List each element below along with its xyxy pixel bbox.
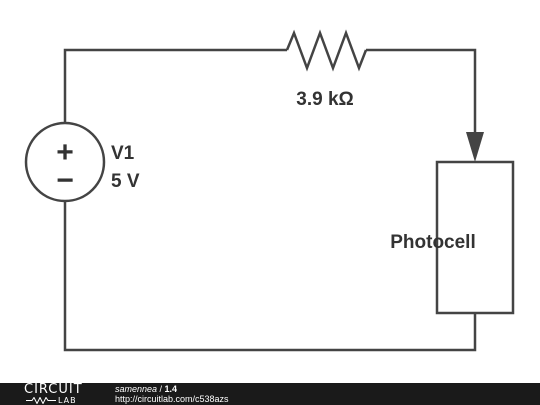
plus-sign: + [56,136,74,169]
voltage-source[interactable]: + − [24,121,106,203]
resistor-label: 3.9 kΩ [296,89,354,110]
photocell-label: Photocell [390,232,476,253]
author-line: samennea / 1.4 [115,384,229,394]
logo-resistor-icon [26,397,56,404]
logo-text-bottom: LAB [58,396,77,405]
minus-sign: − [56,164,74,197]
source-name: V1 [111,143,135,164]
revision: 1.4 [164,384,178,394]
resistor[interactable] [285,29,368,72]
source-value: 5 V [111,171,140,192]
photocell[interactable] [435,160,515,315]
voltage-source-body [24,121,106,203]
logo-text-top: CIRCUIT [24,382,83,397]
current-arrow [466,132,484,162]
author-name[interactable]: samennea [115,384,158,394]
wire-bottom [63,200,477,352]
logo-text-bottom-row: LAB [24,396,94,405]
footer-bar: CIRCUIT LAB samennea / 1.4 http://circui… [0,382,540,405]
circuit-schematic: 3.9 kΩ + − V1 5 V Photocell [24,29,515,352]
circuitlab-logo[interactable]: CIRCUIT LAB [24,382,94,405]
author-separator: / [157,384,165,394]
circuit-url[interactable]: http://circuitlab.com/c538azs [115,394,229,404]
wire-top-left [63,48,287,122]
circuit-meta: samennea / 1.4 http://circuitlab.com/c53… [115,384,229,404]
wires [63,48,477,352]
wire-top-right [366,48,477,134]
